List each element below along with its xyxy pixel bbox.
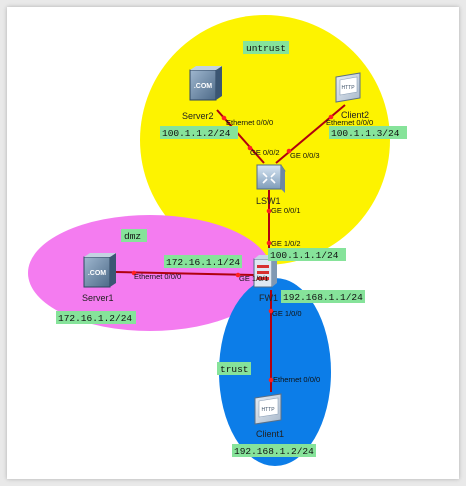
trust-zone-label-bg	[217, 362, 251, 375]
link-server1-fw1	[115, 271, 255, 276]
fw-trust-ip-label: 192.168.1.1/24	[283, 292, 363, 303]
port-dot-fw-ge100	[268, 308, 274, 314]
ip-labels: 100.1.1.2/24 100.1.1.3/24 100.1.1.1/24 1…	[56, 126, 407, 457]
port-dot-fw-ge102	[266, 240, 272, 246]
server-icon: .COM	[83, 253, 116, 288]
server1-label: Server1	[82, 293, 114, 303]
fw1-label: FW1	[259, 293, 278, 303]
port-dot-client2	[328, 114, 334, 120]
pc-icon: HTTP	[335, 72, 361, 103]
port-dot-lsw-ge002	[247, 145, 253, 151]
client1-icon-text: HTTP	[261, 407, 275, 413]
port-dots	[131, 114, 334, 383]
server1-port-label: Ethernet 0/0/0	[134, 272, 181, 281]
client2-device[interactable]: HTTP Client2	[335, 72, 369, 120]
fw-ge100-label: GE 1/0/0	[272, 309, 302, 318]
client2-port-label: Ethernet 0/0/0	[326, 118, 373, 127]
server2-label: Server2	[182, 111, 214, 121]
server1-icon-text: .COM	[88, 270, 106, 277]
switch-icon	[256, 164, 286, 193]
link-client2-lsw1	[275, 104, 346, 164]
port-dot-fw-ge101	[235, 272, 241, 278]
port-dot-server1	[131, 270, 137, 276]
client1-device[interactable]: HTTP Client1	[254, 393, 284, 439]
port-dot-server2	[221, 115, 227, 121]
client1-ip-label: 192.168.1.2/24	[234, 446, 314, 457]
lsw-ge001-label: GE 0/0/1	[271, 206, 301, 215]
untrust-zone-label: untrust	[246, 43, 286, 54]
dmz-zone-label: dmz	[124, 231, 141, 242]
server2-port-label: Ethernet 0/0/0	[226, 118, 273, 127]
untrust-zone-label-bg	[243, 41, 289, 54]
server2-device[interactable]: .COM Server2	[182, 66, 222, 121]
fw-ge102-label: GE 1/0/2	[271, 239, 301, 248]
client2-ip-label: 100.1.1.3/24	[331, 128, 400, 139]
trust-zone-label: trust	[220, 364, 249, 375]
trust-zone	[219, 278, 331, 466]
server1-device[interactable]: .COM Server1	[82, 253, 116, 303]
dmz-zone-label-bg	[121, 229, 147, 242]
server2-ip-label: 100.1.1.2/24	[162, 128, 231, 139]
client2-label: Client2	[341, 110, 369, 120]
port-dot-client1	[268, 377, 274, 383]
pc-icon: HTTP	[254, 393, 282, 425]
port-labels: Ethernet 0/0/0 Ethernet 0/0/0 GE 0/0/2 G…	[134, 118, 373, 384]
fw-dmz-ip-label: 172.16.1.1/24	[166, 257, 240, 268]
server2-icon-text: .COM	[194, 83, 212, 90]
fw-ge101-label: GE 1/0/1	[239, 274, 269, 283]
client1-port-label: Ethernet 0/0/0	[273, 375, 320, 384]
client2-icon-text: HTTP	[341, 85, 355, 91]
server-icon: .COM	[189, 66, 222, 101]
client1-label: Client1	[256, 429, 284, 439]
port-dot-lsw-ge003	[286, 148, 292, 154]
lsw-ge003-label: GE 0/0/3	[290, 151, 320, 160]
lsw1-device[interactable]: LSW1	[256, 164, 286, 206]
fw-untrust-ip-label: 100.1.1.1/24	[270, 250, 339, 261]
lsw-ge002-label: GE 0/0/2	[250, 148, 280, 157]
port-dot-lsw-ge001	[266, 208, 272, 214]
server1-ip-label: 172.16.1.2/24	[58, 313, 132, 324]
lsw1-label: LSW1	[256, 196, 281, 206]
